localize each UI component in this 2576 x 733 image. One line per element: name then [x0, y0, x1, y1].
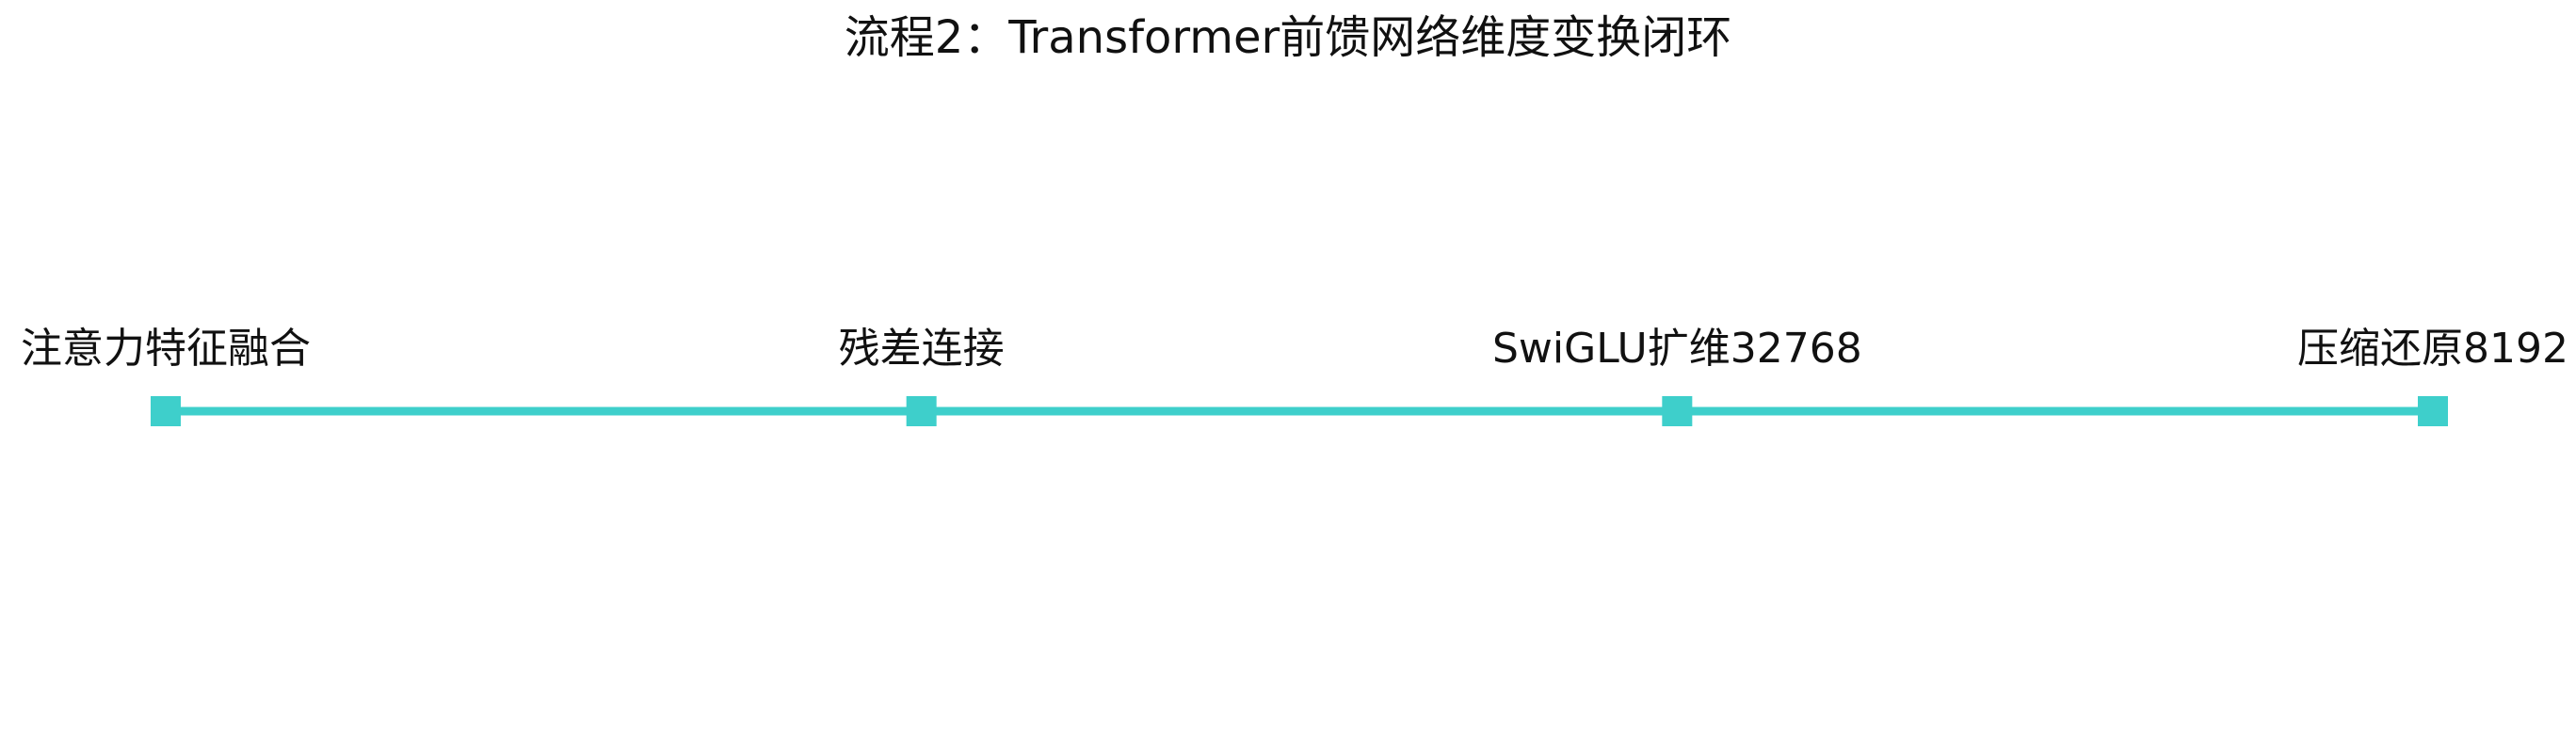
nodes — [151, 396, 2448, 426]
step-label-4: 压缩还原8192 — [2297, 325, 2568, 373]
diagram-title: 流程2：Transformer前馈网络维度变换闭环 — [844, 11, 1732, 64]
step-node-4 — [2418, 396, 2448, 426]
step-node-3 — [1662, 396, 1693, 426]
step-node-1 — [151, 396, 181, 426]
step-label-1: 注意力特征融合 — [21, 325, 311, 373]
step-label-2: 残差连接 — [838, 325, 1005, 373]
step-node-2 — [906, 396, 937, 426]
step-label-3: SwiGLU扩维32768 — [1491, 325, 1862, 373]
